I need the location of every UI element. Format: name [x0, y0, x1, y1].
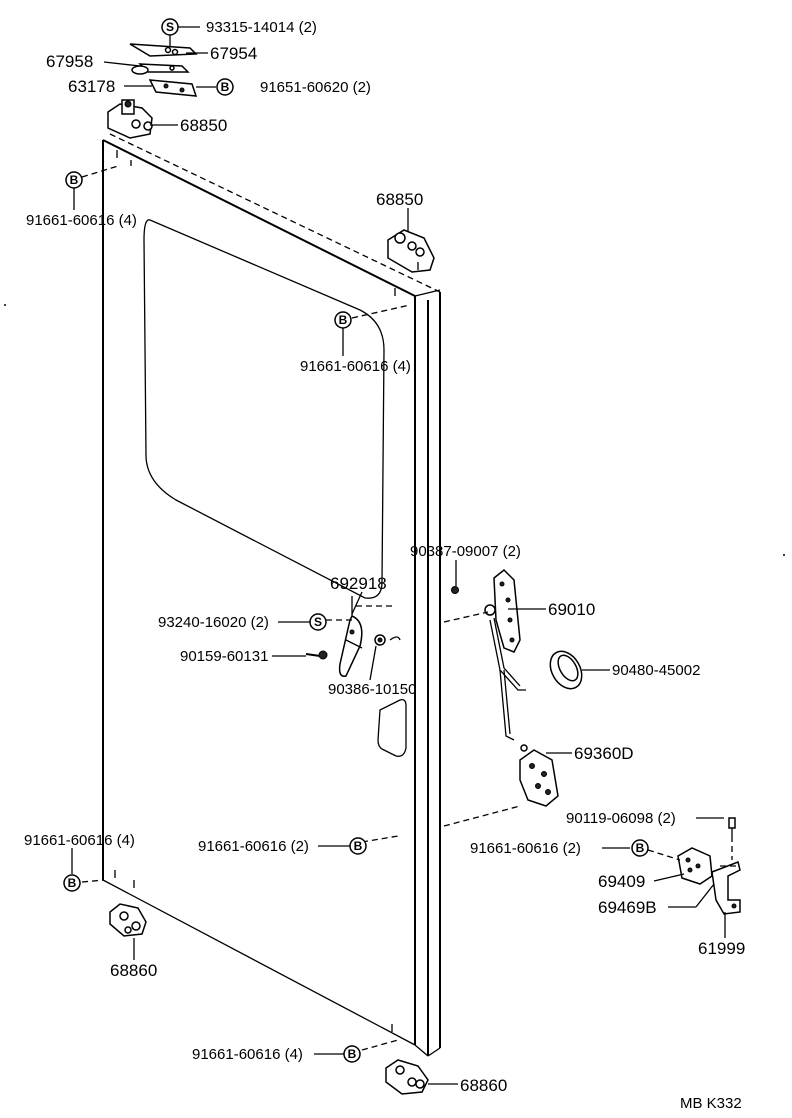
lock-mechanism-69010	[451, 568, 526, 741]
mark-b-icon: B	[65, 171, 83, 189]
mark-b-icon: B	[343, 1045, 361, 1063]
clip-90386-icon	[374, 634, 401, 646]
part-labels: 93315-14014 (2) 67954 67958 63178 91651-…	[24, 19, 745, 1112]
label-91661-60616-f: 91661-60616 (4)	[192, 1046, 303, 1063]
mark-s-icon: S	[309, 613, 327, 631]
hinge-68860-left	[109, 903, 147, 937]
hinge-plate-67954	[129, 43, 198, 57]
label-68860-bottom: 68860	[460, 1076, 507, 1095]
label-91651-60620: 91651-60620 (2)	[260, 79, 371, 96]
circle-marks: S B B B S B B B B	[63, 18, 649, 1063]
svg-text:S: S	[314, 615, 322, 629]
scan-speck	[4, 304, 6, 306]
label-69010: 69010	[548, 600, 595, 619]
label-90387-09007: 90387-09007 (2)	[410, 543, 521, 560]
mark-s-icon: S	[161, 18, 179, 36]
label-90119-06098: 90119-06098 (2)	[566, 810, 676, 827]
mark-b-icon: B	[216, 78, 234, 96]
label-67958: 67958	[46, 52, 93, 71]
label-61999: 61999	[698, 939, 745, 958]
label-692918: 692918	[330, 574, 387, 593]
striker-69409	[677, 847, 713, 885]
label-93315-14014: 93315-14014 (2)	[206, 19, 317, 36]
label-90386-10150: 90386-10150	[328, 681, 416, 698]
hinge-68850-right	[387, 229, 435, 273]
label-90159-60131: 90159-60131	[180, 648, 268, 665]
label-91661-60616-c: 91661-60616 (4)	[24, 832, 135, 849]
washer-icon	[131, 65, 149, 75]
mark-b-icon: B	[631, 839, 649, 857]
window-opening	[143, 219, 385, 599]
bracket-61999	[711, 860, 741, 915]
label-67954: 67954	[210, 44, 257, 63]
scan-speck	[783, 554, 785, 556]
svg-text:B: B	[354, 839, 363, 853]
leader-lines	[71, 26, 726, 1085]
hinge-68850-top-left	[107, 99, 153, 139]
door-panel	[102, 133, 441, 1057]
svg-text:B: B	[221, 80, 230, 94]
mark-b-icon: B	[349, 837, 367, 855]
mark-b-icon: B	[334, 311, 352, 329]
label-69360D: 69360D	[574, 744, 634, 763]
assembly-dashes	[81, 165, 740, 1051]
hinge-base-63178	[148, 79, 198, 97]
label-91661-60616-e: 91661-60616 (2)	[470, 840, 581, 857]
label-91661-60616-a: 91661-60616 (4)	[26, 212, 137, 229]
clip-90387-icon	[451, 586, 459, 594]
svg-text:B: B	[339, 313, 348, 327]
label-69469B: 69469B	[598, 898, 657, 917]
label-68850-right: 68850	[376, 190, 423, 209]
svg-text:S: S	[166, 20, 174, 34]
hinge-68860-bottom	[385, 1059, 429, 1095]
bolt-90119-icon	[728, 817, 736, 829]
mark-b-icon: B	[63, 874, 81, 892]
top-hinge-assembly	[129, 43, 198, 97]
latch-69360D	[519, 744, 559, 807]
diagram-code: MB K332	[680, 1095, 742, 1112]
label-68850-top: 68850	[180, 116, 227, 135]
label-69409: 69409	[598, 872, 645, 891]
svg-text:B: B	[636, 841, 645, 855]
label-68860-left: 68860	[110, 961, 157, 980]
label-90480-45002: 90480-45002	[612, 662, 700, 679]
access-hole	[377, 698, 407, 757]
label-63178: 63178	[68, 77, 115, 96]
label-91661-60616-d: 91661-60616 (2)	[198, 838, 309, 855]
svg-text:B: B	[70, 173, 79, 187]
hole-cover-90480	[549, 650, 583, 690]
screw-90159-icon	[305, 650, 328, 660]
svg-text:B: B	[68, 876, 77, 890]
label-93240-16020: 93240-16020 (2)	[158, 614, 269, 631]
striker-assembly	[677, 817, 741, 915]
inside-handle-692918	[338, 596, 363, 677]
svg-text:B: B	[348, 1047, 357, 1061]
label-91661-60616-b: 91661-60616 (4)	[300, 358, 411, 375]
